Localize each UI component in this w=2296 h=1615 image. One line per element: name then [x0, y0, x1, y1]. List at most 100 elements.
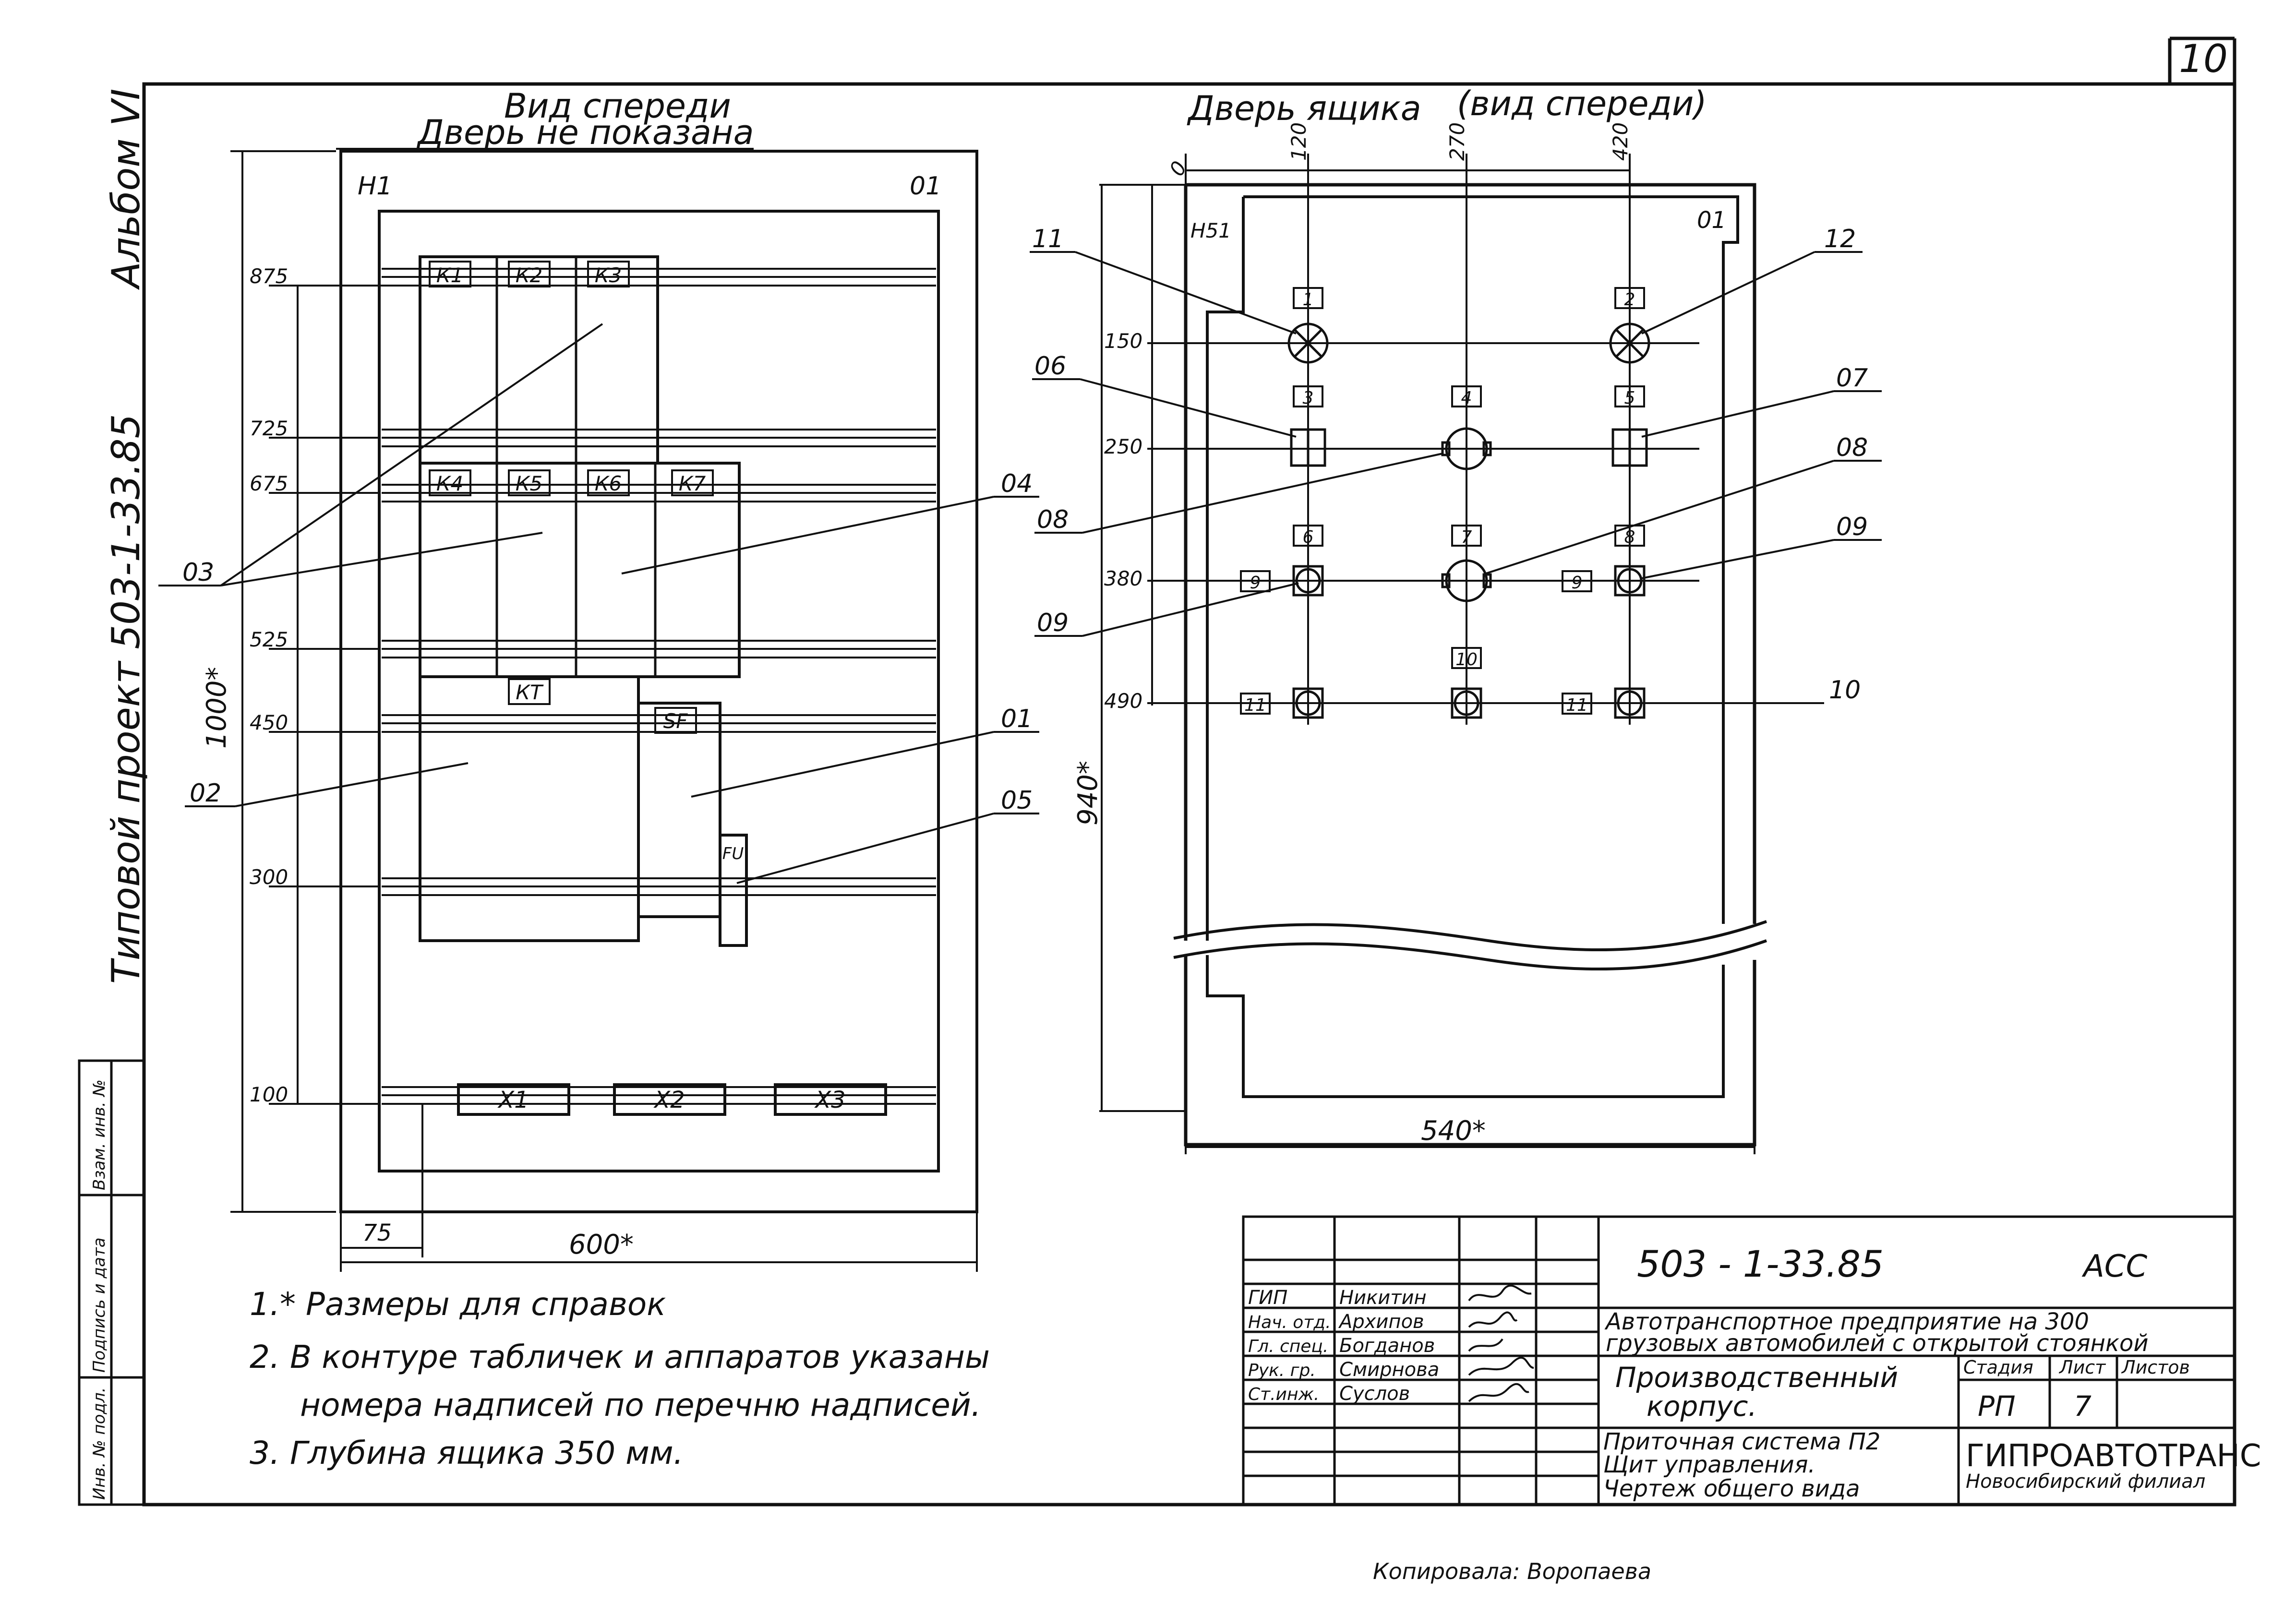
- note-2-line2: номера надписей по перечню надписей.: [300, 1387, 981, 1424]
- front-view-title-line1: Вид спереди: [504, 86, 731, 126]
- project-label: Типовой проект 503-1-33.85: [104, 414, 148, 984]
- callout-03: 03: [182, 558, 214, 587]
- front-height-dims: [230, 150, 422, 1213]
- terminal-blocks: X1 X2 X3: [457, 1083, 887, 1116]
- y-mark-150: 150: [1104, 329, 1142, 353]
- sheet-frame: [142, 36, 2236, 1507]
- callout-04: 04: [1001, 469, 1033, 498]
- note-1: 1.* Размеры для справок: [250, 1286, 666, 1323]
- door-callout-08-left: 08: [1037, 505, 1069, 534]
- doc-type: АСС: [2081, 1249, 2147, 1284]
- stage-header: Стадия: [1963, 1357, 2033, 1378]
- stamp-signature-date: Подпись и дата: [90, 1237, 109, 1373]
- object-line1: Автотранспортное предприятие на 300: [1604, 1308, 2089, 1335]
- drawing-line2: Щит управления.: [1603, 1451, 1815, 1478]
- door-width-dim: 540*: [1421, 1115, 1486, 1147]
- door-height-dim: 940*: [1072, 761, 1104, 825]
- door-overall-dims: [1099, 184, 1755, 1154]
- drawing-line1: Приточная система П2: [1603, 1428, 1880, 1455]
- x-mark-120: 120: [1287, 122, 1310, 161]
- device-num-9-right: 9: [1572, 573, 1583, 593]
- device-num-7: 7: [1461, 527, 1472, 547]
- org-line1: ГИПРОАВТОТРАНС: [1966, 1438, 2261, 1474]
- door-callout-06: 06: [1034, 352, 1066, 381]
- row-490-devices: [1292, 687, 1646, 719]
- name-arkhipov: Архипов: [1338, 1311, 1424, 1333]
- device-num-5: 5: [1624, 388, 1635, 408]
- callout-01: 01: [1001, 705, 1033, 733]
- name-nikitin: Никитин: [1339, 1287, 1427, 1309]
- note-2-line1: 2. В контуре табличек и аппаратов указан…: [250, 1339, 990, 1376]
- callout-05: 05: [1001, 786, 1033, 815]
- terminal-x1: X1: [497, 1087, 529, 1113]
- role-gip: ГИП: [1248, 1287, 1287, 1309]
- notes: 1.* Размеры для справок 2. В контуре таб…: [250, 1286, 990, 1471]
- callout-02: 02: [190, 779, 221, 808]
- overall-width-dim: 600*: [569, 1229, 634, 1260]
- object-line2: грузовых автомобилей с открытой стоянкой: [1606, 1330, 2149, 1357]
- height-mark-875: 875: [250, 264, 288, 288]
- door-view-title: Дверь ящика: [1187, 89, 1421, 128]
- name-suslov: Суслов: [1339, 1383, 1410, 1405]
- device-num-8: 8: [1624, 527, 1635, 547]
- org-line2: Новосибирский филиал: [1966, 1471, 2205, 1493]
- device-num-9-left: 9: [1250, 573, 1261, 593]
- door-callout-10: 10: [1829, 676, 1861, 705]
- signal-lamps: [1287, 323, 1650, 364]
- height-mark-525: 525: [250, 628, 288, 651]
- building-line2: корпус.: [1647, 1390, 1757, 1423]
- device-num-11-left: 11: [1244, 695, 1266, 715]
- role-ruk-gr: Рук. гр.: [1248, 1361, 1316, 1380]
- door-callout-08-right: 08: [1836, 433, 1868, 462]
- terminal-x3: X3: [814, 1087, 845, 1113]
- front-leaders: [158, 323, 1039, 884]
- relay-k3: К3: [595, 263, 622, 287]
- note-3: 3. Глубина ящика 350 мм.: [250, 1435, 684, 1471]
- device-num-6: 6: [1303, 527, 1314, 547]
- row-380-devices: [1292, 559, 1646, 602]
- door-callout-11: 11: [1032, 225, 1064, 253]
- front-corner-left: Н1: [358, 172, 392, 201]
- stamp-inv-replace: Взам. инв. №: [90, 1079, 109, 1190]
- height-mark-675: 675: [250, 472, 288, 495]
- timer-relay-label: КТ: [516, 681, 544, 704]
- device-num-2: 2: [1624, 290, 1635, 310]
- circuit-breaker-label: SF: [663, 709, 688, 733]
- relay-group-middle: К4 К5 К6 К7: [419, 462, 741, 678]
- relay-k5: К5: [516, 472, 543, 495]
- name-bogdanov: Богданов: [1339, 1335, 1435, 1357]
- title-block: [1242, 1215, 2236, 1506]
- terminal-x2: X2: [653, 1087, 685, 1113]
- relay-k4: К4: [436, 472, 464, 495]
- door-x-dims: [1185, 154, 1631, 725]
- device-num-4: 4: [1461, 388, 1472, 408]
- offset-dim: 75: [362, 1220, 392, 1246]
- cabinet-outer: [339, 150, 978, 1213]
- row-250-devices: [1290, 427, 1648, 470]
- device-num-3: 3: [1303, 388, 1314, 408]
- door-callout-12: 12: [1824, 225, 1856, 253]
- y-mark-250: 250: [1104, 435, 1142, 458]
- height-mark-100: 100: [250, 1083, 288, 1106]
- cabinet-inner: [378, 210, 940, 1172]
- role-gl-spec: Гл. спец.: [1248, 1337, 1328, 1356]
- door-callout-09-right: 09: [1836, 513, 1868, 541]
- door-leaders: [1030, 251, 1882, 637]
- x-mark-420: 420: [1609, 122, 1632, 161]
- album-label: Альбом VI: [104, 89, 148, 290]
- door-corner-right: 01: [1697, 207, 1726, 234]
- relay-k2: К2: [516, 263, 543, 287]
- relay-group-top: К1 К2 К3: [419, 255, 659, 465]
- x-mark-0: 0: [1165, 157, 1191, 180]
- overall-height-dim: 1000*: [201, 667, 232, 749]
- front-width-dims: [340, 1104, 978, 1272]
- device-number-boxes: [1240, 287, 1645, 715]
- y-mark-490: 490: [1104, 689, 1142, 713]
- relay-k1: К1: [436, 263, 464, 287]
- door-y-dims: [1147, 184, 1824, 706]
- din-rails: [382, 268, 936, 1105]
- door-corner-left: Н51: [1190, 219, 1231, 242]
- role-nach-otd: Нач. отд.: [1248, 1313, 1331, 1332]
- height-mark-450: 450: [250, 711, 288, 734]
